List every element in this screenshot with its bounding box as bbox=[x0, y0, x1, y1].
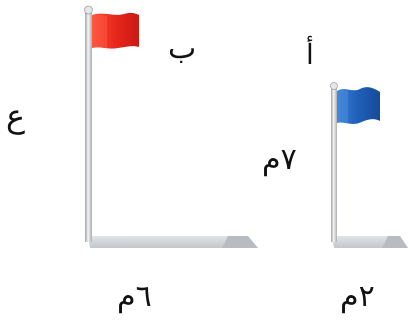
short-pole-height-label: ٧م bbox=[262, 142, 297, 177]
short-pole-shadow-label: ٢م bbox=[340, 279, 375, 314]
tall-pole-shadow bbox=[88, 236, 258, 248]
red-flag-icon bbox=[92, 12, 139, 49]
tall-pole-shadow-label: ٦م bbox=[117, 279, 152, 314]
short-pole-top-label: أ bbox=[306, 38, 314, 71]
tall-pole bbox=[84, 5, 93, 242]
blue-flag-icon bbox=[337, 87, 380, 124]
short-pole-shadow bbox=[332, 236, 408, 248]
short-pole bbox=[330, 82, 338, 242]
tall-pole-top-label: ب bbox=[168, 31, 197, 66]
tall-pole-height-label: ع bbox=[6, 97, 26, 135]
